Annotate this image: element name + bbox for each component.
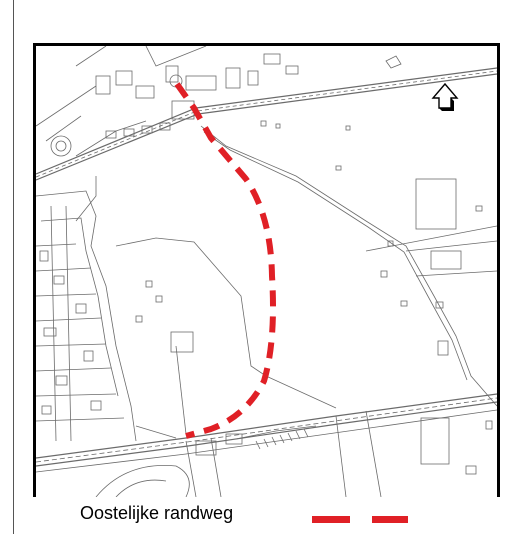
map-canvas[interactable] [36,46,497,497]
oostelijke-randweg-route [174,82,276,439]
main-road-bottom [36,393,497,473]
map-frame[interactable] [33,43,500,497]
page-margin-rule [13,0,14,534]
legend-route-swatch [312,516,408,523]
scattered-buildings [135,55,493,475]
north-arrow-icon [431,82,459,111]
residential-area [36,85,147,442]
interchange [95,425,317,497]
legend-label: Oostelijke randweg [80,503,234,523]
field-roads [75,125,497,497]
map-legend: Oostelijke randweg [80,502,420,530]
town-blocks [75,46,299,139]
